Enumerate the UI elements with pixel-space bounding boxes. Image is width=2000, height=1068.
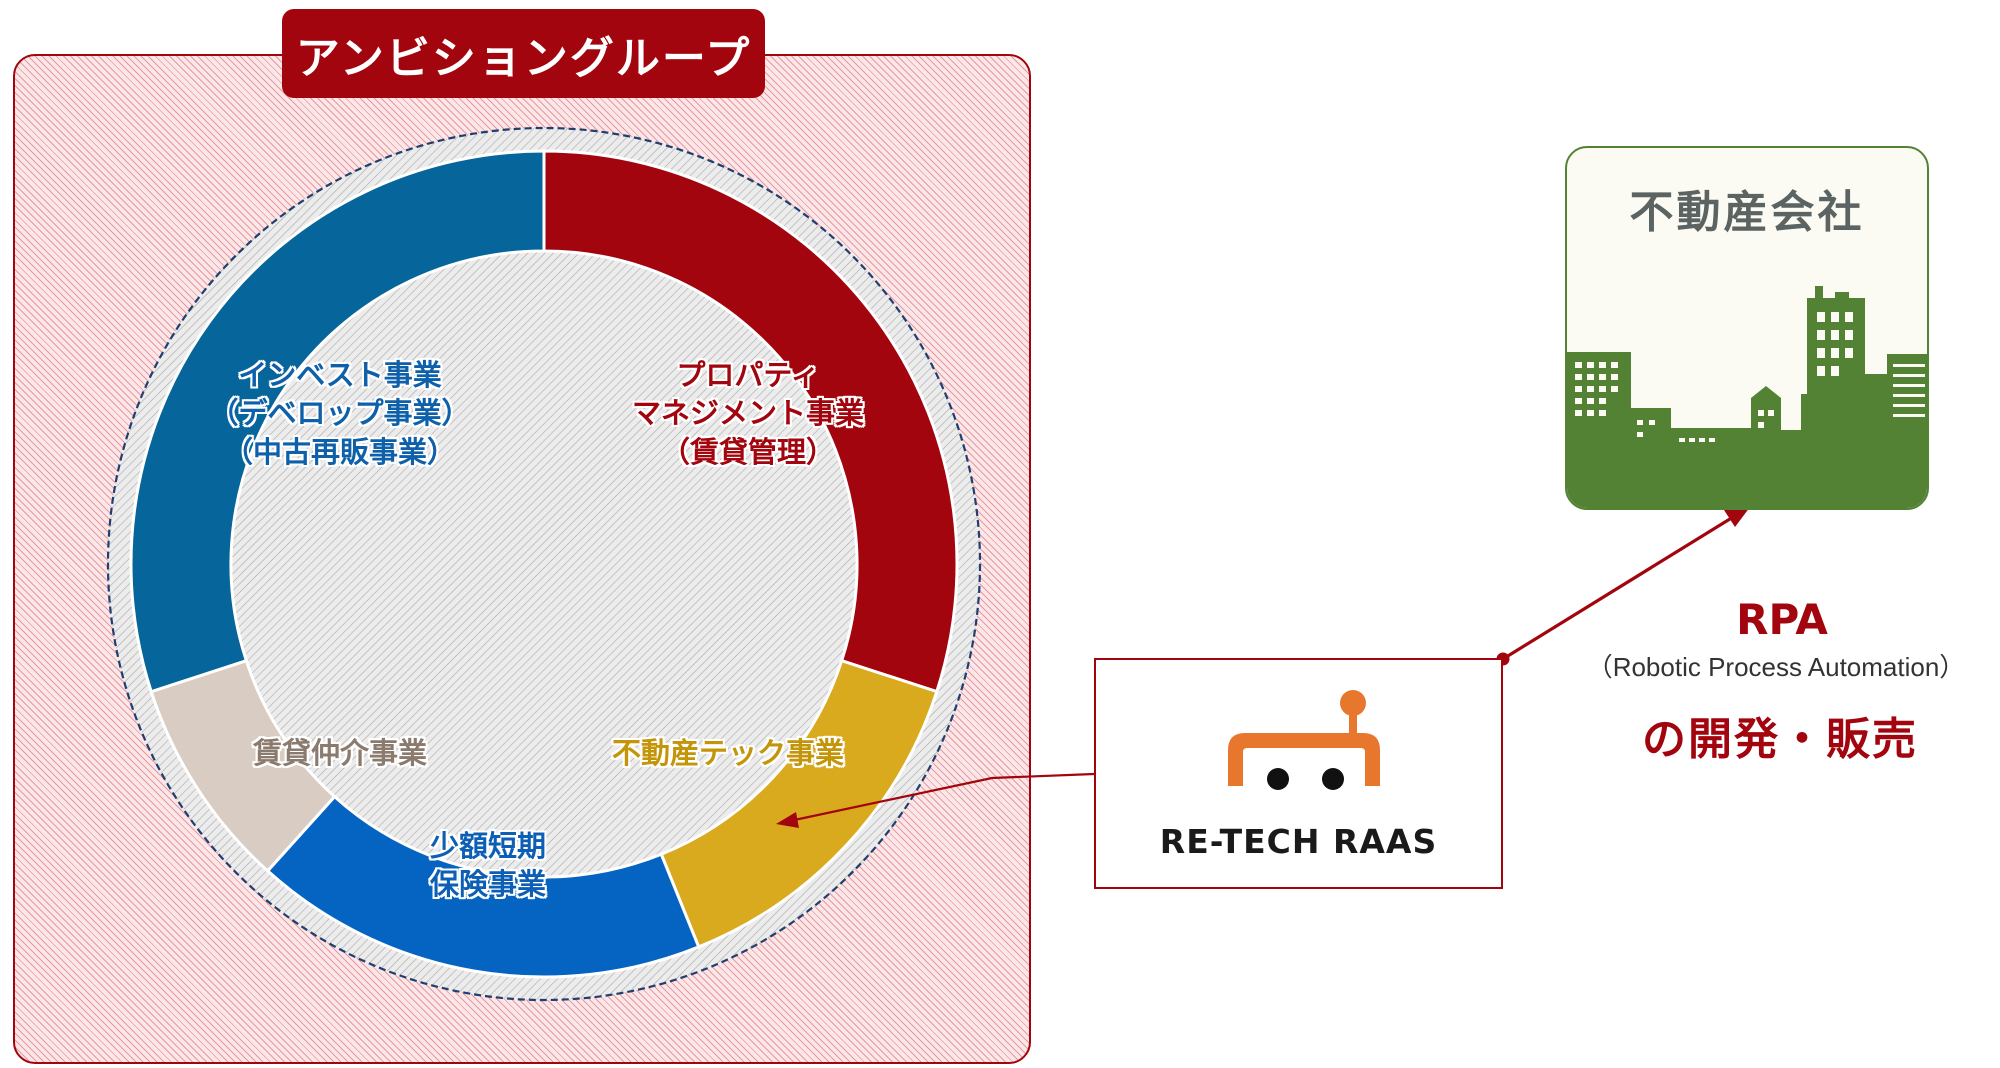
segment-label-rental-brokerage: 賃貸仲介事業 — [252, 736, 427, 770]
retech-raas-card: RE-TECH RAAS — [1094, 658, 1503, 889]
ring-segment-property-management — [542, 149, 959, 694]
ring-segment-invest — [129, 149, 546, 694]
rpa-subtitle: （Robotic Process Automation） — [1586, 652, 1966, 682]
connector-arrow-raas — [776, 772, 1095, 828]
segment-label-invest: インベスト事業 （デベロップ事業） （中古再販事業） — [209, 358, 471, 469]
company-title: 不動産会社 — [1629, 187, 1865, 238]
segment-label-insurance: 少額短期 保険事業 — [429, 829, 546, 902]
real-estate-company-card: 不動産会社 — [1565, 146, 1929, 510]
city-skyline-icon — [1567, 286, 1927, 508]
retech-raas-logo-text: RE-TECH RAAS — [1159, 822, 1438, 861]
connector-arrow-company — [1496, 507, 1750, 666]
rpa-title: RPA — [1736, 595, 1828, 644]
segment-label-property-management: プロパティ マネジメント事業 （賃貸管理） — [631, 358, 864, 469]
rpa-description: の開発・販売 — [1642, 714, 1918, 765]
segment-label-real-estate-tech: 不動産テック事業 — [611, 736, 844, 770]
group-title: アンビショングループ — [282, 9, 765, 98]
robot-logo-icon — [1228, 690, 1380, 790]
ring-outer-outline — [106, 126, 982, 1002]
